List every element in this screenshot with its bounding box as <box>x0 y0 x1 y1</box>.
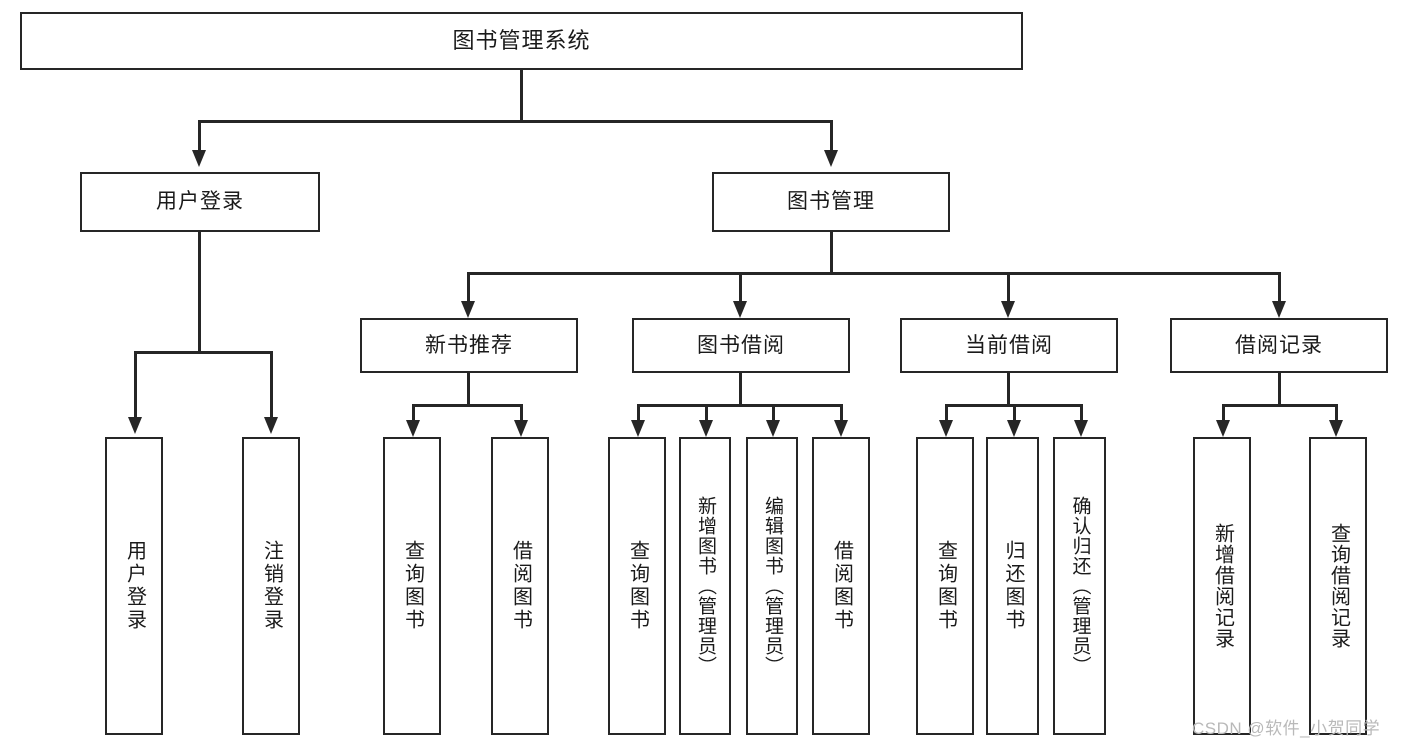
node-leaf-query-book-1[interactable]: 查询图书 <box>383 437 441 735</box>
connector-level2-bus <box>467 272 1281 275</box>
node-label: 借阅图书 <box>830 540 853 632</box>
node-label: 借阅记录 <box>1235 333 1323 357</box>
connector-drop-book-borrow <box>739 272 742 301</box>
arrowhead-leaf-add-book <box>699 420 713 437</box>
node-leaf-borrow-book-1[interactable]: 借阅图书 <box>491 437 549 735</box>
connector-drop-book-management <box>830 120 833 150</box>
connector-drop-user-login <box>198 120 201 150</box>
arrowhead-leaf-logout-login <box>264 417 278 434</box>
connector-drop-leaf-add-record <box>1222 404 1225 420</box>
arrowhead-leaf-query-book-2 <box>631 420 645 437</box>
node-leaf-add-book[interactable]: 新增图书（管理员） <box>679 437 731 735</box>
node-current-borrow[interactable]: 当前借阅 <box>900 318 1118 373</box>
node-label: 借阅图书 <box>509 540 532 632</box>
connector-drop-leaf-return-book <box>1013 404 1016 420</box>
node-label: 新增借阅记录 <box>1211 523 1234 649</box>
arrowhead-current-borrow <box>1001 301 1015 318</box>
connector-drop-leaf-borrow-book-2 <box>840 404 843 420</box>
arrowhead-book-borrow <box>733 301 747 318</box>
arrowhead-leaf-borrow-book-2 <box>834 420 848 437</box>
node-leaf-edit-book[interactable]: 编辑图书（管理员） <box>746 437 798 735</box>
connector-current-borrow-stem <box>1007 373 1010 406</box>
node-label: 查询图书 <box>401 540 424 632</box>
connector-drop-leaf-borrow-book-1 <box>520 404 523 420</box>
arrowhead-leaf-borrow-book-1 <box>514 420 528 437</box>
arrowhead-leaf-add-record <box>1216 420 1230 437</box>
connector-drop-borrow-record <box>1278 272 1281 301</box>
node-label: 注销登录 <box>260 540 283 632</box>
node-book-borrow[interactable]: 图书借阅 <box>632 318 850 373</box>
connector-borrow-record-stem <box>1278 373 1281 406</box>
arrowhead-leaf-confirm-return <box>1074 420 1088 437</box>
node-leaf-add-record[interactable]: 新增借阅记录 <box>1193 437 1251 735</box>
connector-drop-leaf-logout-login <box>270 351 273 417</box>
connector-drop-leaf-edit-book <box>772 404 775 420</box>
node-label: 当前借阅 <box>965 333 1053 357</box>
node-leaf-confirm-return[interactable]: 确认归还（管理员） <box>1053 437 1106 735</box>
node-leaf-return-book[interactable]: 归还图书 <box>986 437 1039 735</box>
connector-borrow-record-bus <box>1222 404 1337 407</box>
node-leaf-query-book-3[interactable]: 查询图书 <box>916 437 974 735</box>
connector-drop-leaf-query-book-1 <box>412 404 415 420</box>
node-label: 用户登录 <box>156 190 244 214</box>
connector-drop-leaf-query-book-3 <box>945 404 948 420</box>
node-label: 编辑图书（管理员） <box>761 496 783 676</box>
node-label: 归还图书 <box>1002 540 1024 632</box>
connector-book-borrow-stem <box>739 373 742 406</box>
node-label: 查询图书 <box>934 540 957 632</box>
connector-drop-leaf-user-login <box>134 351 137 417</box>
connector-drop-current-borrow <box>1007 272 1010 301</box>
node-book-management[interactable]: 图书管理 <box>712 172 950 232</box>
arrowhead-book-management <box>824 150 838 167</box>
arrowhead-new-book-recommend <box>461 301 475 318</box>
node-label: 查询图书 <box>626 540 649 632</box>
arrowhead-leaf-query-book-1 <box>406 420 420 437</box>
connector-user-login-stem <box>198 232 201 353</box>
connector-drop-leaf-confirm-return <box>1080 404 1083 420</box>
node-leaf-user-login[interactable]: 用户登录 <box>105 437 163 735</box>
arrowhead-user-login <box>192 150 206 167</box>
arrowhead-borrow-record <box>1272 301 1286 318</box>
arrowhead-leaf-return-book <box>1007 420 1021 437</box>
node-leaf-query-book-2[interactable]: 查询图书 <box>608 437 666 735</box>
connector-level1-bus <box>198 120 832 123</box>
connector-user-login-bus <box>134 351 272 354</box>
connector-drop-new-book-recommend <box>467 272 470 301</box>
node-user-login[interactable]: 用户登录 <box>80 172 320 232</box>
node-label: 图书管理系统 <box>452 27 591 53</box>
node-label: 用户登录 <box>123 540 146 632</box>
node-label: 图书管理 <box>787 190 875 214</box>
node-leaf-borrow-book-2[interactable]: 借阅图书 <box>812 437 870 735</box>
connector-new-book-recommend-bus <box>412 404 522 407</box>
connector-drop-leaf-query-record <box>1335 404 1338 420</box>
node-label: 查询借阅记录 <box>1327 523 1350 649</box>
connector-drop-leaf-add-book <box>705 404 708 420</box>
node-new-book-recommend[interactable]: 新书推荐 <box>360 318 578 373</box>
connector-book-borrow-bus <box>637 404 842 407</box>
connector-drop-leaf-query-book-2 <box>637 404 640 420</box>
node-leaf-logout-login[interactable]: 注销登录 <box>242 437 300 735</box>
connector-root-stem <box>520 70 523 122</box>
node-label: 图书借阅 <box>697 333 785 357</box>
node-label: 新书推荐 <box>425 333 513 357</box>
arrowhead-leaf-query-book-3 <box>939 420 953 437</box>
arrowhead-leaf-query-record <box>1329 420 1343 437</box>
node-borrow-record[interactable]: 借阅记录 <box>1170 318 1388 373</box>
connector-new-book-recommend-stem <box>467 373 470 406</box>
node-label: 新增图书（管理员） <box>694 496 716 676</box>
connector-book-management-stem <box>830 232 833 274</box>
arrowhead-leaf-edit-book <box>766 420 780 437</box>
node-label: 确认归还（管理员） <box>1069 496 1091 676</box>
node-leaf-query-record[interactable]: 查询借阅记录 <box>1309 437 1367 735</box>
node-root-system[interactable]: 图书管理系统 <box>20 12 1023 70</box>
arrowhead-leaf-user-login <box>128 417 142 434</box>
